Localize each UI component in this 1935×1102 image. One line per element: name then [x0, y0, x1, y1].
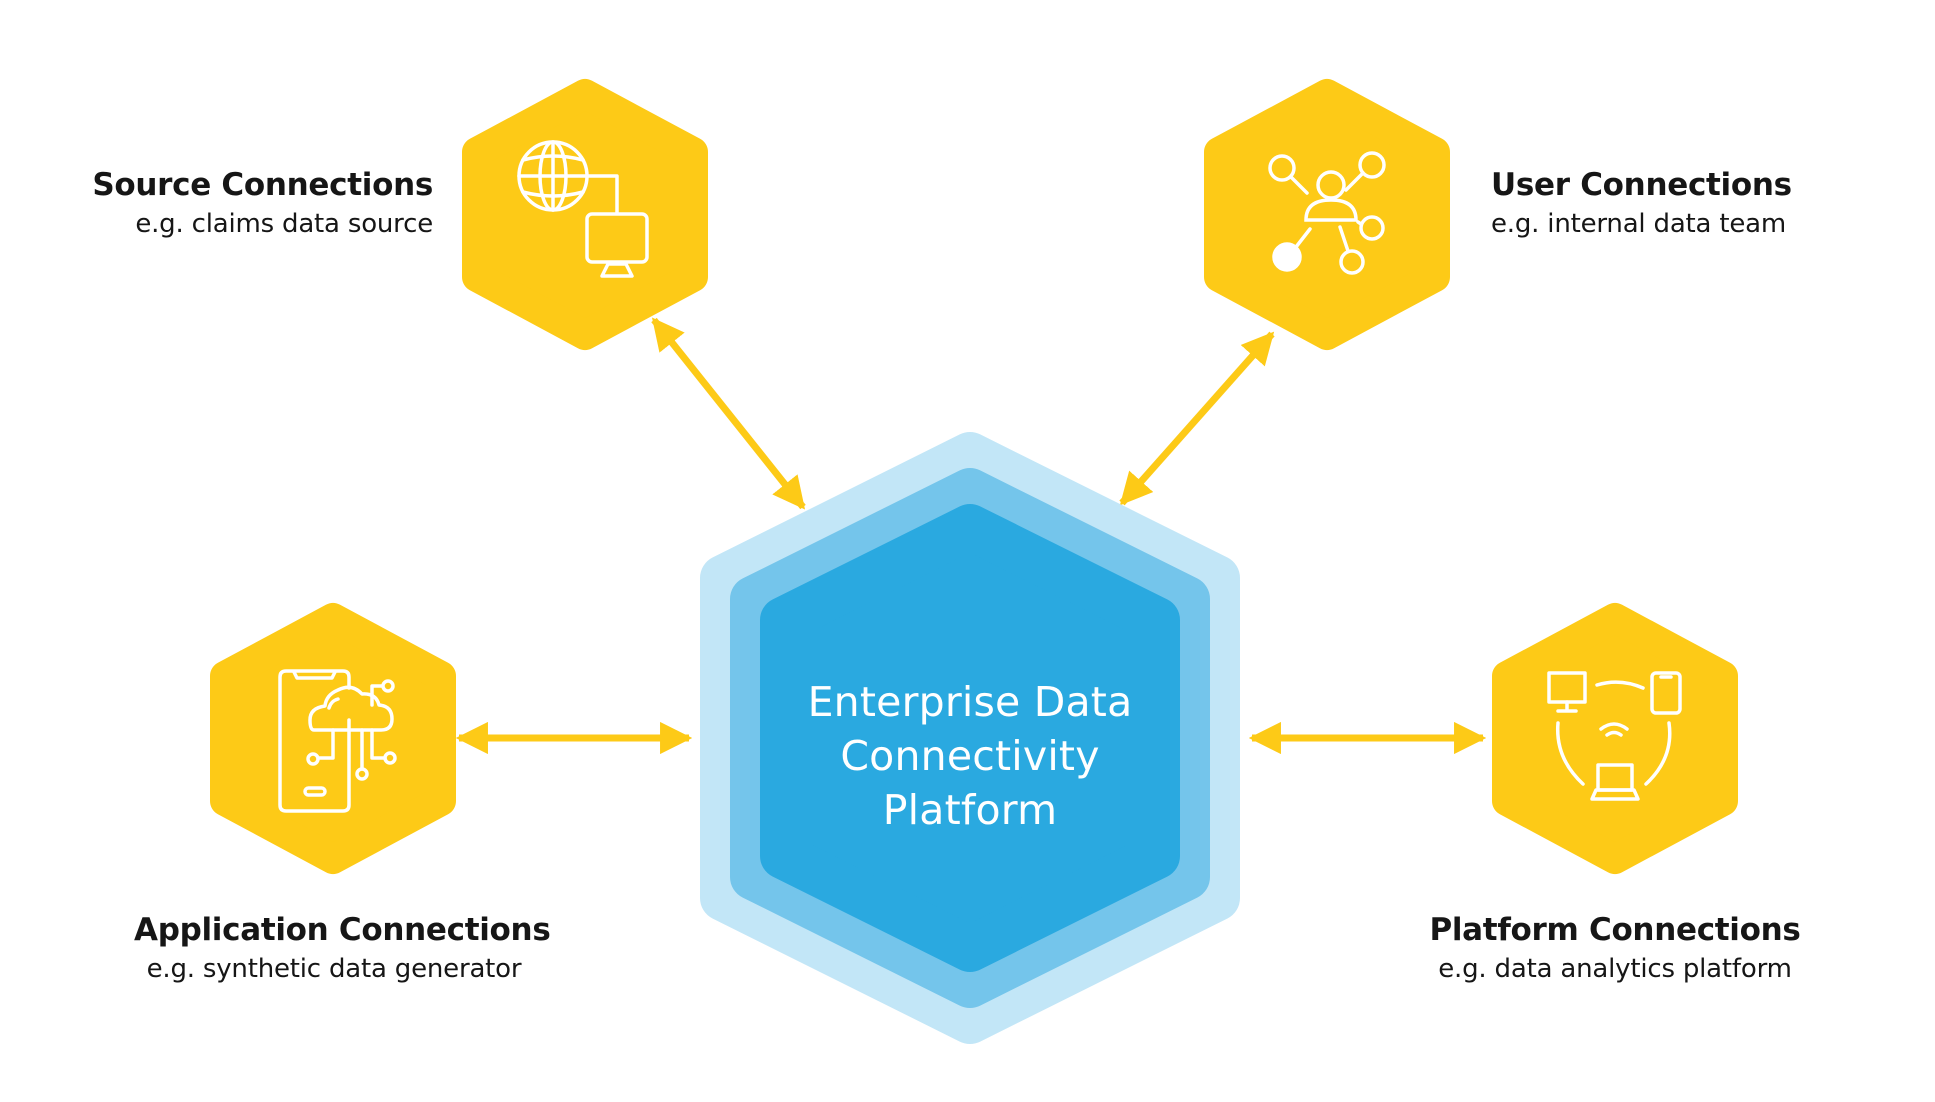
node-source-subtitle: e.g. claims data source — [135, 209, 433, 239]
center-title-line-2: Connectivity — [840, 732, 1100, 780]
center-title-line-3: Platform — [882, 786, 1058, 834]
node-platform-title: Platform Connections — [1429, 912, 1801, 948]
node-application-label: Application Connections e.g. synthetic d… — [134, 912, 551, 984]
center-hexagon[interactable] — [700, 432, 1240, 1044]
node-application-subtitle: e.g. synthetic data generator — [146, 954, 522, 984]
node-user-label: User Connections e.g. internal data team — [1491, 167, 1792, 239]
connectors — [455, 317, 1487, 755]
node-source-title: Source Connections — [92, 167, 433, 203]
center-hexagon-inner — [760, 504, 1180, 972]
center-title-line-1: Enterprise Data — [807, 678, 1133, 726]
node-user-hexagon[interactable] — [1204, 79, 1450, 350]
node-source-hexagon[interactable] — [462, 79, 708, 350]
phone-cloud-icon — [278, 669, 397, 813]
arrow-source-center — [651, 317, 806, 510]
arrow-user-center — [1119, 331, 1275, 506]
node-user-title: User Connections — [1491, 167, 1792, 203]
node-application-hexagon[interactable] — [210, 603, 456, 874]
node-application-title: Application Connections — [134, 912, 551, 948]
node-platform-subtitle: e.g. data analytics platform — [1438, 954, 1792, 984]
globe-to-monitor-icon — [517, 140, 649, 278]
node-source-label: Source Connections e.g. claims data sour… — [92, 167, 433, 239]
node-platform-label: Platform Connections e.g. data analytics… — [1415, 912, 1815, 984]
node-user-subtitle: e.g. internal data team — [1491, 209, 1786, 239]
node-platform-hexagon[interactable] — [1492, 0, 1738, 874]
user-network-icon — [1268, 151, 1386, 275]
center-platform-title: Enterprise Data Connectivity Platform — [760, 675, 1180, 837]
connected-devices-icon — [1547, 0, 1682, 801]
